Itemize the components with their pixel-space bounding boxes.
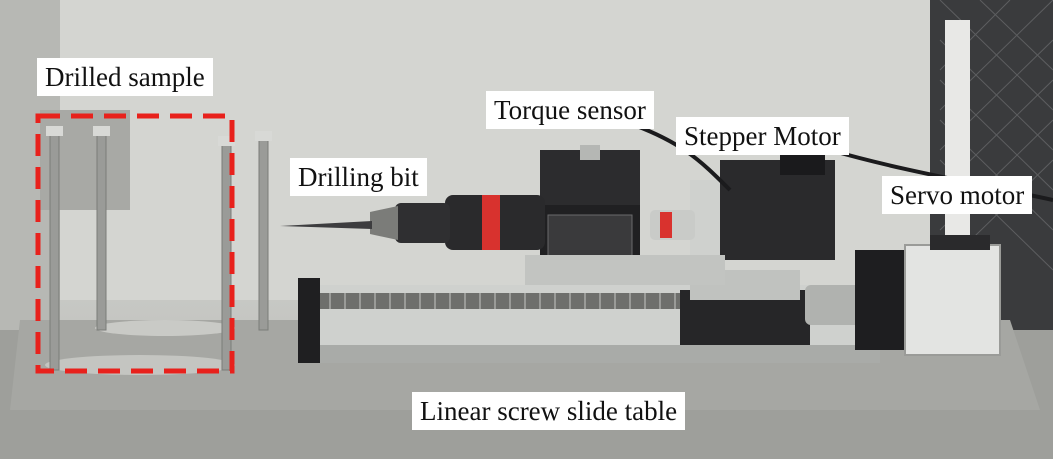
label-stepper-motor: Stepper Motor xyxy=(676,117,849,155)
label-linear-screw-slide-table: Linear screw slide table xyxy=(412,392,686,430)
rod-nuts xyxy=(46,126,272,146)
drill-chuck xyxy=(395,203,450,243)
coupling-red-insert-2 xyxy=(482,195,500,250)
servo-coupling xyxy=(805,285,865,325)
stepper-body xyxy=(720,160,835,260)
mesh-pattern xyxy=(939,0,1053,271)
sensor-mount-plate xyxy=(525,255,725,285)
label-drilling-bit: Drilling bit xyxy=(290,158,427,196)
screw-threads xyxy=(329,293,676,309)
chuck-tip xyxy=(370,206,398,240)
drilling-bit xyxy=(280,221,372,229)
label-torque-sensor: Torque sensor xyxy=(486,91,654,129)
rail-side xyxy=(310,345,880,363)
servo-body xyxy=(904,244,1001,356)
sample-plate-bottom xyxy=(45,355,235,375)
coupling-red-insert xyxy=(660,212,672,238)
label-servo-motor: Servo motor xyxy=(882,176,1033,214)
sample-plate-top xyxy=(95,320,235,336)
lead-screw xyxy=(320,293,690,309)
rail-end-block xyxy=(298,278,320,363)
servo-flange xyxy=(855,250,910,350)
servo-connector xyxy=(930,235,990,250)
red-dashed-highlight-box xyxy=(35,113,235,374)
stepper-coupling xyxy=(650,210,695,240)
sensor-cable-port xyxy=(580,145,600,160)
label-drilled-sample: Drilled sample xyxy=(37,58,213,96)
